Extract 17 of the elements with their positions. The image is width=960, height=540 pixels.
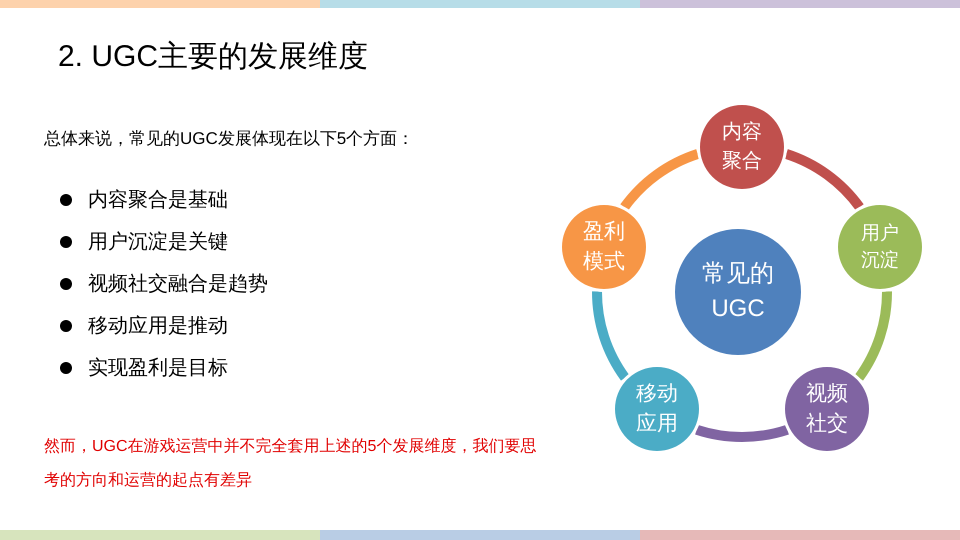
ring-arc bbox=[854, 291, 892, 380]
bullet-text: 视频社交融合是趋势 bbox=[88, 272, 268, 297]
node-label: 视频社交 bbox=[805, 380, 850, 438]
node-label: 移动应用 bbox=[634, 380, 679, 438]
intro-text: 总体来说，常见的UGC发展体现在以下5个方面： bbox=[44, 128, 414, 150]
bullet-text: 移动应用是推动 bbox=[88, 314, 228, 339]
ring-arc bbox=[695, 424, 789, 442]
node-label: 用户沉淀 bbox=[860, 222, 900, 274]
bullet-text: 实现盈利是目标 bbox=[88, 356, 228, 381]
node-label: 常见的UGC bbox=[701, 259, 775, 324]
bullet-text: 内容聚合是基础 bbox=[88, 188, 228, 213]
node-label: 内容聚合 bbox=[721, 120, 763, 174]
note-text: 然而，UGC在游戏运营中并不完全套用上述的5个发展维度，我们要思考的方向和运营的起点有差异 bbox=[44, 436, 538, 491]
ring-arc bbox=[592, 291, 630, 380]
bullet-text: 用户沉淀是关键 bbox=[88, 230, 228, 255]
slide-title: 2. UGC主要的发展维度 bbox=[58, 39, 368, 75]
node-label: 盈利模式 bbox=[582, 218, 626, 276]
